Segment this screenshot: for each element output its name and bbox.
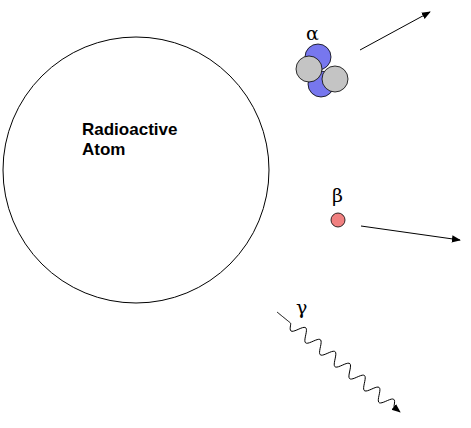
- gamma-label: γ: [296, 296, 307, 318]
- beta-arrow: [361, 226, 460, 240]
- alpha-particle: [296, 44, 348, 97]
- beta-label: β: [332, 184, 343, 206]
- beta-particle: [331, 213, 345, 227]
- atom-circle: Radioactive Atom: [2, 36, 270, 304]
- atom-outline: [3, 37, 269, 303]
- circle-outline: [2, 36, 270, 304]
- alpha-label: α: [306, 22, 319, 44]
- atom-label: Radioactive Atom: [82, 120, 202, 160]
- gamma-wave: [277, 312, 400, 412]
- alpha-arrow: [360, 12, 430, 50]
